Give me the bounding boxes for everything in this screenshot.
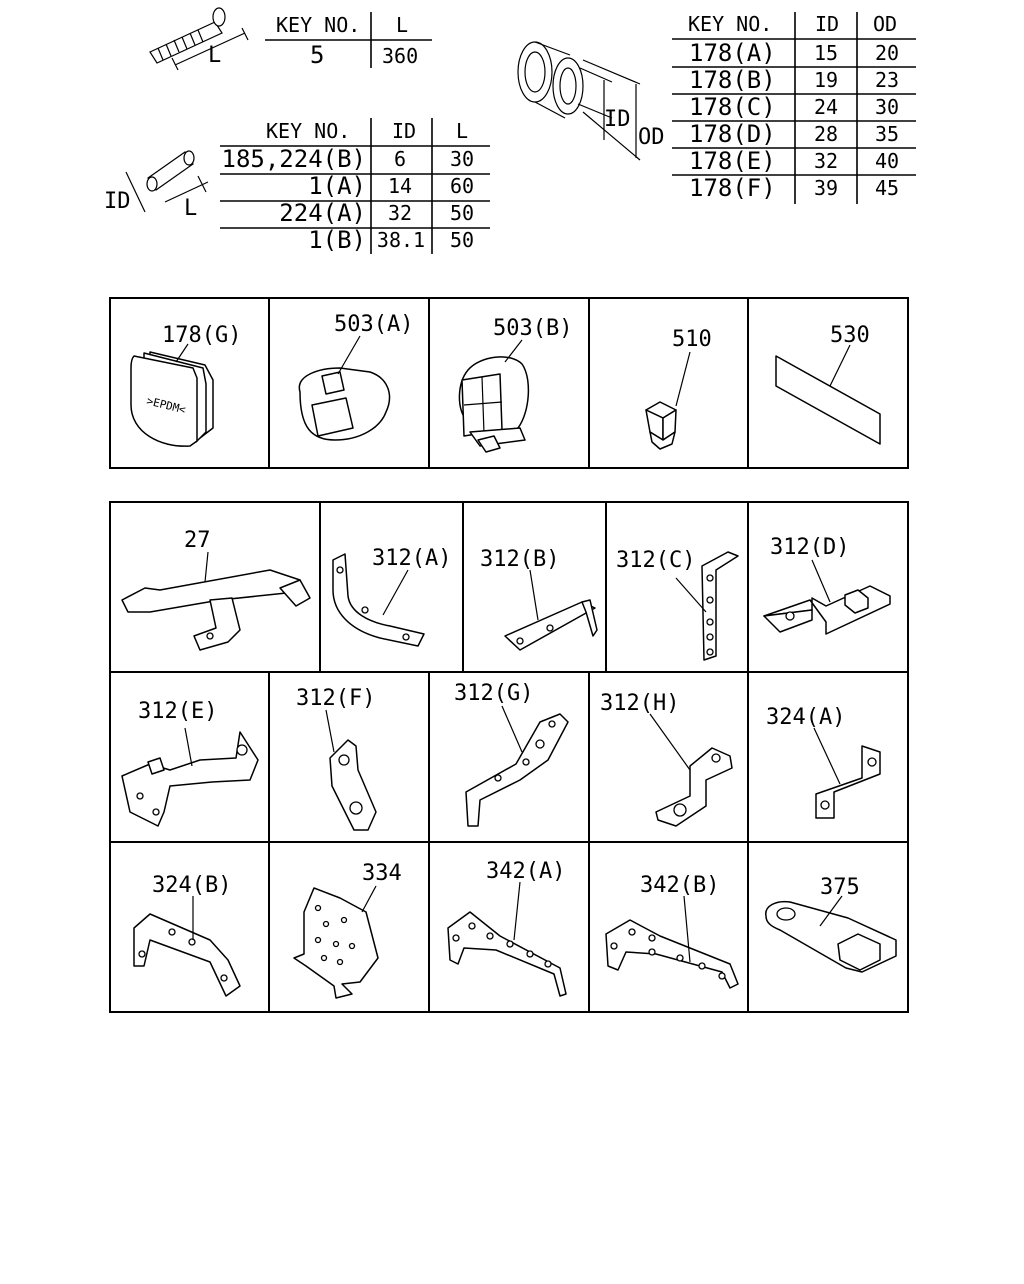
part-503b: 503(B) <box>458 316 572 453</box>
grommet-row-3-od: 30 <box>875 95 899 119</box>
grommet-header-od: OD <box>873 12 897 36</box>
grommet-row-3-id: 24 <box>814 95 838 119</box>
part-312e: 312(E) <box>121 699 259 827</box>
label-178g: 178(G) <box>162 323 241 348</box>
hose-dim-l: L <box>208 43 221 68</box>
grommet-row-4-od: 35 <box>875 122 899 146</box>
grommet-row-4-id: 28 <box>814 122 838 146</box>
grommet-row-6-key: 178(F) <box>689 174 776 202</box>
grommet-header-id: ID <box>815 12 839 36</box>
label-27: 27 <box>184 528 211 553</box>
part-312d: 312(D) <box>763 535 891 635</box>
tube-header-l: L <box>456 119 468 143</box>
label-312f: 312(F) <box>296 686 375 711</box>
grommet-row-6-id: 39 <box>814 176 838 200</box>
label-312h: 312(H) <box>600 691 679 716</box>
tube-row-1-key: 185,224(B) <box>222 145 367 173</box>
part-312h: 312(H) <box>600 691 733 827</box>
grommet-row-1-od: 20 <box>875 41 899 65</box>
grommet-table: KEY NO. ID OD 178(A) 15 20 178(B) 19 23 … <box>672 12 916 204</box>
grommet-row-2-id: 19 <box>814 68 838 92</box>
part-178g: >EPDM< 178(G) <box>130 323 241 447</box>
tube-row-2-l: 60 <box>450 174 474 198</box>
grommet-row-2-key: 178(B) <box>689 66 776 94</box>
tube-dim-id: ID <box>104 189 131 214</box>
label-510: 510 <box>672 327 712 352</box>
tube-row-4-id: 38.1 <box>377 228 425 252</box>
tube-row-4-l: 50 <box>450 228 474 252</box>
label-312e: 312(E) <box>138 699 217 724</box>
part-510: 510 <box>645 327 712 450</box>
part-312g: 312(G) <box>454 681 569 827</box>
grommet-row-1-id: 15 <box>814 41 838 65</box>
tube-row-2-key: 1(A) <box>308 172 366 200</box>
grommet-row-5-id: 32 <box>814 149 838 173</box>
part-342a: 342(A) <box>447 859 567 997</box>
label-312c: 312(C) <box>616 548 695 573</box>
hose-illustration: L <box>149 7 249 71</box>
grommet-dim-id: ID <box>604 107 631 132</box>
label-342b: 342(B) <box>640 873 719 898</box>
tube-row-4-key: 1(B) <box>308 226 366 254</box>
part-324b: 324(B) <box>133 873 241 997</box>
grommet-row-1-key: 178(A) <box>689 39 776 67</box>
label-312b: 312(B) <box>480 547 559 572</box>
tube-row-2-id: 14 <box>388 174 412 198</box>
part-312f: 312(F) <box>296 686 377 831</box>
label-334: 334 <box>362 861 402 886</box>
part-27: 27 <box>121 528 311 651</box>
part-324a: 324(A) <box>766 705 881 819</box>
hose-table: KEY NO. L 5 360 <box>265 12 432 69</box>
tube-row-3-id: 32 <box>388 201 412 225</box>
part-342b: 342(B) <box>605 873 739 989</box>
grommet-dim-od: OD <box>638 125 665 150</box>
tube-illustration: ID L <box>104 150 209 221</box>
label-503a: 503(A) <box>334 312 413 337</box>
part-312a: 312(A) <box>332 546 451 647</box>
grommet-illustration: ID OD <box>517 41 665 161</box>
tube-row-3-l: 50 <box>450 201 474 225</box>
label-312g: 312(G) <box>454 681 533 706</box>
tube-row-1-id: 6 <box>394 147 406 171</box>
grommet-row-6-od: 45 <box>875 176 899 200</box>
label-312a: 312(A) <box>372 546 451 571</box>
label-375: 375 <box>820 875 860 900</box>
grommet-row-5-od: 40 <box>875 149 899 173</box>
hose-header-l: L <box>396 13 408 37</box>
grommet-row-5-key: 178(E) <box>689 147 776 175</box>
tube-header-key: KEY NO. <box>266 119 350 143</box>
part-312b: 312(B) <box>480 547 598 651</box>
top-parts-panel: >EPDM< 178(G) 503(A) 503(B) <box>109 297 909 469</box>
tube-row-3-key: 224(A) <box>279 199 366 227</box>
label-324b: 324(B) <box>152 873 231 898</box>
label-312d: 312(D) <box>770 535 849 560</box>
part-503a: 503(A) <box>298 312 413 441</box>
tube-table: KEY NO. ID L 185,224(B) 6 30 1(A) 14 60 … <box>220 118 490 254</box>
tube-dim-l: L <box>184 196 197 221</box>
hose-header-key: KEY NO. <box>276 13 360 37</box>
grommet-row-4-key: 178(D) <box>689 120 776 148</box>
label-324a: 324(A) <box>766 705 845 730</box>
bracket-parts-panel: 27 312(A) 312(B) <box>109 501 909 1013</box>
part-375: 375 <box>765 875 897 973</box>
grommet-row-3-key: 178(C) <box>689 93 776 121</box>
part-530: 530 <box>775 323 881 445</box>
hose-row-l: 360 <box>382 44 418 68</box>
part-334: 334 <box>293 861 402 999</box>
label-342a: 342(A) <box>486 859 565 884</box>
tube-header-id: ID <box>392 119 416 143</box>
tube-row-1-l: 30 <box>450 147 474 171</box>
label-530: 530 <box>830 323 870 348</box>
label-503b: 503(B) <box>493 316 572 341</box>
grommet-row-2-od: 23 <box>875 68 899 92</box>
grommet-header-key: KEY NO. <box>688 12 772 36</box>
hose-row-key: 5 <box>310 41 324 69</box>
part-312c: 312(C) <box>616 548 739 661</box>
